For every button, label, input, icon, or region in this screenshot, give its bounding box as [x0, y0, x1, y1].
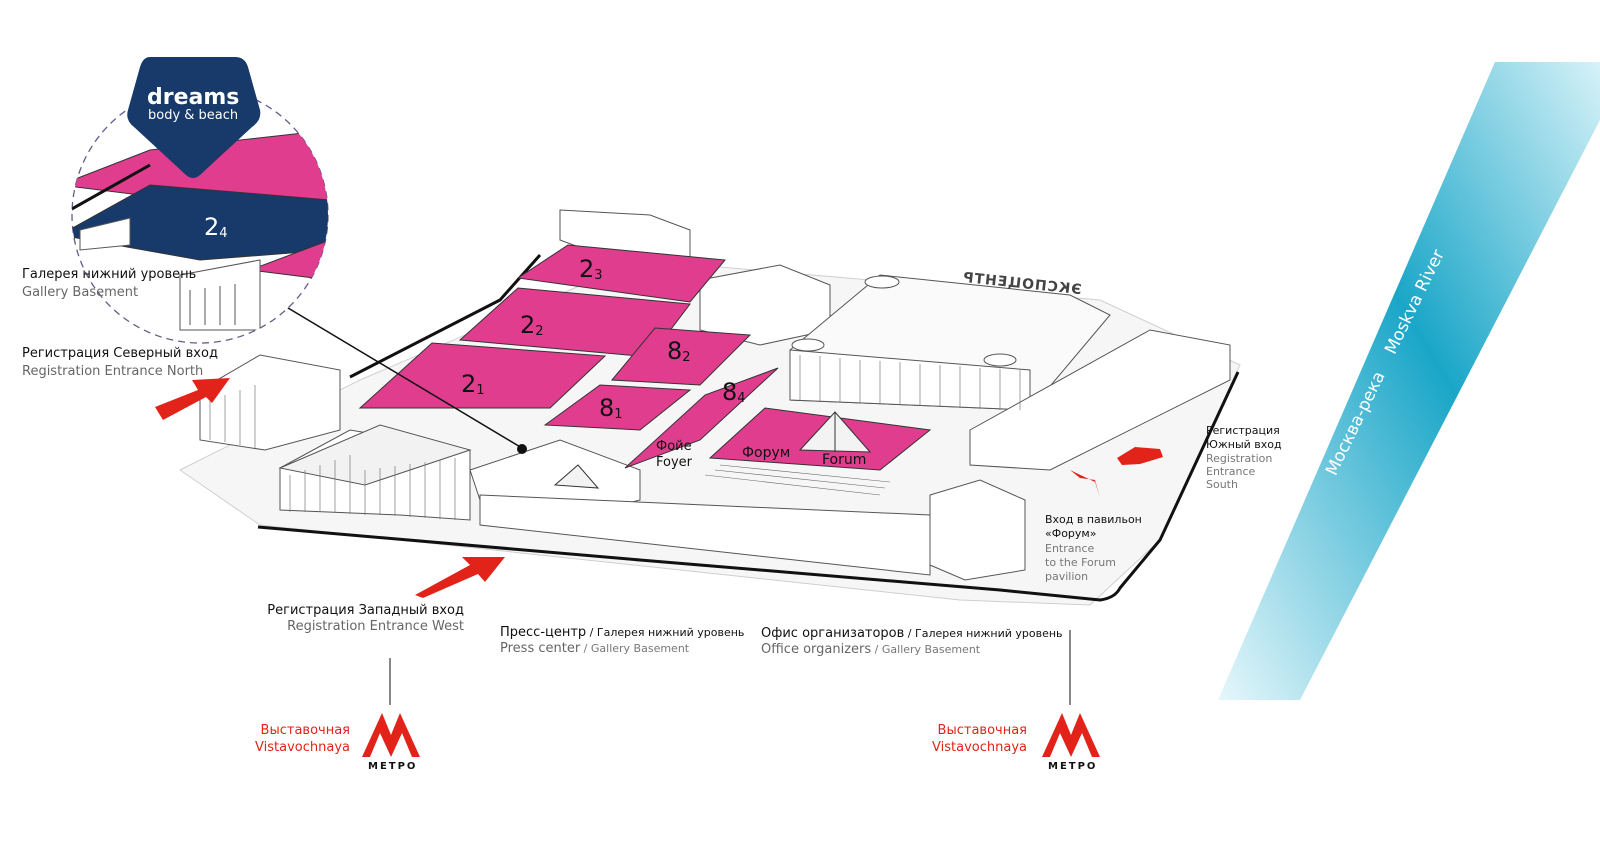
forum-roof-lines	[704, 464, 891, 496]
forum-entrance-label-ru-2: «Форум»	[1045, 527, 1097, 540]
hall-8-4-label: 84	[722, 378, 746, 406]
metro-logo-west	[362, 713, 420, 757]
south-entrance-label-en-2: Entrance	[1206, 465, 1256, 478]
metro-west-name-ru: Выставочная	[260, 723, 350, 738]
site-fence	[257, 371, 1240, 602]
arrow-north	[155, 378, 230, 420]
press-center-label-en: Press center / Gallery Basement	[500, 641, 690, 656]
entrance-arrows	[155, 378, 1163, 598]
gallery-pointer-line	[257, 289, 523, 449]
metro-west-name-en: Vistavochnaya	[255, 740, 350, 755]
hall-8-2	[610, 327, 752, 386]
office-organizers-label-en: Office organizers / Gallery Basement	[761, 642, 981, 657]
arrow-south	[1117, 447, 1163, 465]
hall-2-3-label: 23	[579, 255, 603, 283]
metro-south-name-en: Vistavochnaya	[932, 740, 1027, 755]
hall-8-2-label: 82	[667, 337, 691, 365]
forum-entrance-label-en-3: pavilion	[1045, 570, 1089, 583]
dreams-logo-tagline: body & beach	[148, 108, 239, 123]
arrow-west	[415, 557, 505, 598]
hall-2-3	[516, 244, 726, 303]
gallery-pointer-dot-end	[517, 444, 527, 454]
building-detail-lines	[209, 355, 1021, 520]
forum-entrance-label-en-1: Entrance	[1045, 542, 1095, 555]
hall-8-1-label: 81	[599, 394, 623, 422]
west-entrance-label-ru: Регистрация Западный вход	[267, 603, 464, 618]
dreams-logo-title: dreams	[147, 85, 240, 110]
metro-west-caption: МЕТРО	[368, 761, 418, 772]
metro-logo-south	[1042, 713, 1100, 757]
hall-2-1-label: 21	[461, 370, 485, 398]
zoom-circle-content	[72, 129, 328, 331]
rooftop-tanks	[791, 275, 1017, 367]
halls	[358, 244, 932, 471]
south-entrance-label-en-1: Registration	[1206, 452, 1273, 465]
north-entrance-label-ru: Регистрация Северный вход	[22, 346, 218, 361]
gallery-basement-label-en: Gallery Basement	[22, 285, 139, 300]
buildings	[199, 209, 1231, 581]
hall-8-1	[543, 384, 692, 431]
forum-label-ru: Форум	[742, 445, 791, 461]
hall-8-4	[624, 367, 779, 469]
forum-entrance-label-en-2: to the Forum	[1045, 556, 1116, 569]
forum-label-en: Forum	[822, 452, 867, 468]
west-entrance-label-en: Registration Entrance West	[287, 619, 464, 634]
gallery-basement-label-ru: Галерея нижний уровень	[22, 267, 197, 282]
moskva-river	[1218, 62, 1600, 700]
forum-entrance-label-ru-1: Вход в павильон	[1045, 513, 1142, 526]
hall-2-2	[458, 287, 691, 358]
north-entrance-label-en: Registration Entrance North	[22, 364, 204, 379]
site-fence-north	[349, 254, 542, 379]
south-entrance-label-ru-2: Южный вход	[1206, 438, 1282, 451]
hall-2-4-label: 24	[204, 213, 228, 241]
forum-pyramid	[553, 411, 872, 489]
dreams-logo-badge	[127, 57, 261, 178]
south-entrance-label-ru-1: Регистрация	[1206, 424, 1280, 437]
metro-south-name-ru: Выставочная	[937, 723, 1027, 738]
south-entrance-label-en-3: South	[1206, 478, 1238, 491]
foyer-label-ru: Фойе	[656, 439, 692, 454]
hall-2-1	[358, 342, 607, 409]
hall-2-2-label: 22	[520, 311, 544, 339]
office-organizers-label-ru: Офис организаторов / Галерея нижний уров…	[761, 626, 1063, 641]
foyer-label-en: Foyer	[656, 455, 693, 470]
metro-south-caption: МЕТРО	[1048, 761, 1098, 772]
press-center-label-ru: Пресс-центр / Галерея нижний уровень	[500, 625, 745, 640]
